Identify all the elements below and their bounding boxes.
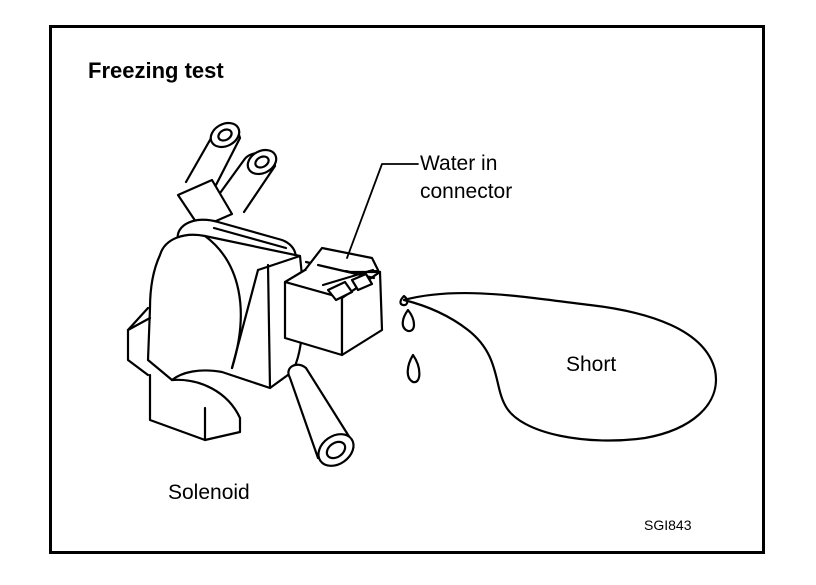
water-droplets — [399, 294, 421, 384]
connector-leader-line — [346, 163, 419, 259]
figure-frame — [49, 25, 765, 554]
solenoid-body — [126, 233, 305, 442]
connector — [283, 246, 384, 357]
short-bubble — [402, 291, 718, 442]
water-in-label-line1: Water in — [420, 152, 498, 175]
figure-code: SGI843 — [644, 517, 692, 533]
water-in-label-line2: connector — [420, 180, 513, 203]
outlet-pipe — [287, 363, 355, 467]
vacuum-tube-upper — [184, 121, 242, 187]
vacuum-tube-lower — [213, 148, 278, 214]
figure-title: Freezing test — [88, 58, 224, 83]
short-label: Short — [566, 353, 617, 376]
solenoid-label: Solenoid — [168, 481, 250, 504]
water-in-connector-label: Water in connector — [420, 150, 512, 206]
